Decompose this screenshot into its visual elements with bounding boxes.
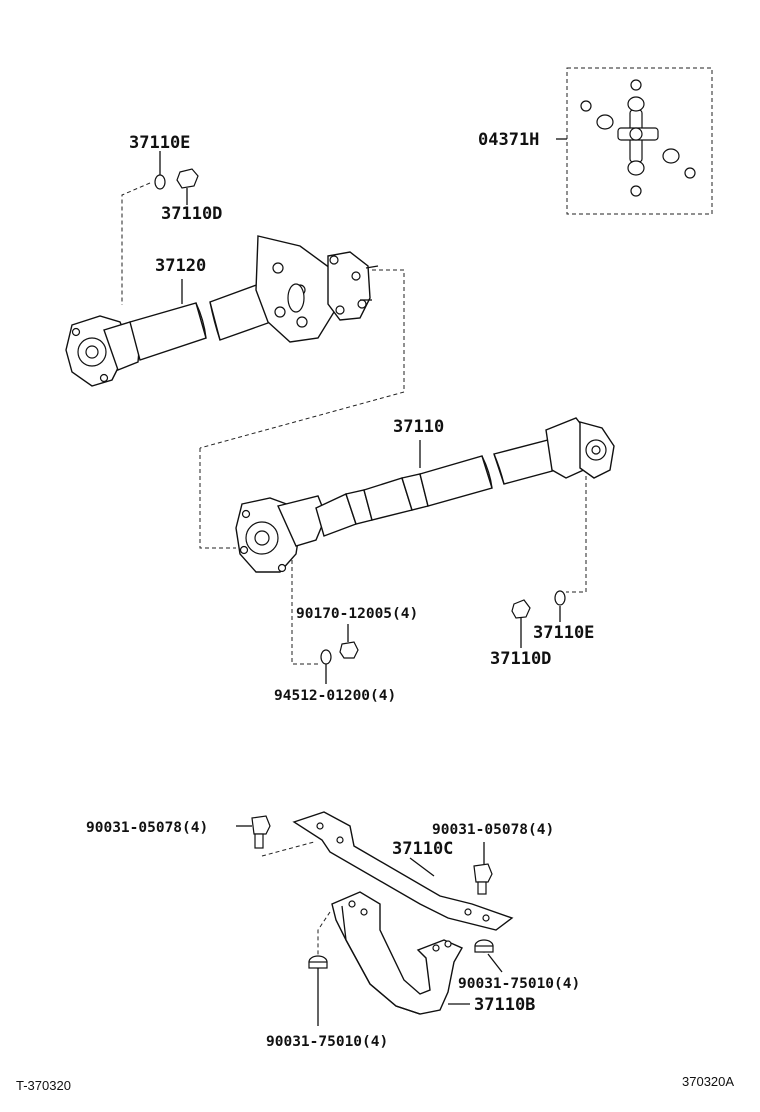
hex-nut-mid[interactable]: [511, 599, 531, 619]
flange-nut[interactable]: [339, 641, 359, 659]
universal-joint-kit-group: 04371H: [478, 67, 713, 215]
part-number-37110E-mid: 37110E: [533, 623, 594, 643]
front-shaft-right-fasteners: 37110D 37110E: [490, 590, 594, 669]
part-number-37110D-mid: 37110D: [490, 649, 551, 669]
bolt-right[interactable]: [473, 863, 493, 895]
upper-support-bracket[interactable]: [292, 811, 514, 931]
universal-joint-spider[interactable]: [617, 109, 659, 163]
part-number-37110D-top: 37110D: [161, 204, 222, 224]
lock-washer-top[interactable]: [154, 174, 166, 190]
hex-nut-top[interactable]: [176, 168, 199, 189]
lower-u-strap[interactable]: [331, 891, 463, 1015]
part-number-37110: 37110: [393, 417, 444, 437]
strap-nut-right[interactable]: [474, 939, 494, 953]
part-number-90031-75010-right: 90031-75010(4): [458, 976, 580, 992]
top-fastener-group: 37110E 37110D: [121, 133, 222, 305]
bearing-cup[interactable]: [596, 96, 680, 176]
front-flange-fasteners: 90170-12005(4) 94512-01200(4): [274, 560, 418, 704]
part-number-37110C: 37110C: [392, 839, 453, 859]
part-number-37110E-top: 37110E: [129, 133, 190, 153]
part-number-90031-05078-left: 90031-05078(4): [86, 820, 208, 836]
part-number-94512-01200: 94512-01200(4): [274, 688, 396, 704]
strap-nut-left[interactable]: [308, 955, 328, 969]
part-number-90170-12005: 90170-12005(4): [296, 606, 418, 622]
bolt-left[interactable]: [251, 815, 271, 849]
intermediate-propeller-shaft[interactable]: 37120: [65, 235, 405, 449]
lock-washer-mid[interactable]: [554, 590, 566, 606]
part-number-90031-05078-right: 90031-05078(4): [432, 822, 554, 838]
part-number-37110B: 37110B: [474, 995, 535, 1015]
part-number-04371H: 04371H: [478, 130, 539, 150]
front-propeller-shaft[interactable]: 37110: [199, 417, 615, 593]
figure-code-left: T-370320: [16, 1078, 71, 1093]
figure-code-right: 370320A: [682, 1074, 734, 1089]
part-number-90031-75010-left: 90031-75010(4): [266, 1034, 388, 1050]
flange-washer[interactable]: [320, 649, 332, 665]
part-number-37120: 37120: [155, 256, 206, 276]
center-support-assembly: 90031-05078(4) 90031-05078(4) 37110C: [86, 811, 580, 1050]
snap-ring[interactable]: [580, 79, 696, 197]
